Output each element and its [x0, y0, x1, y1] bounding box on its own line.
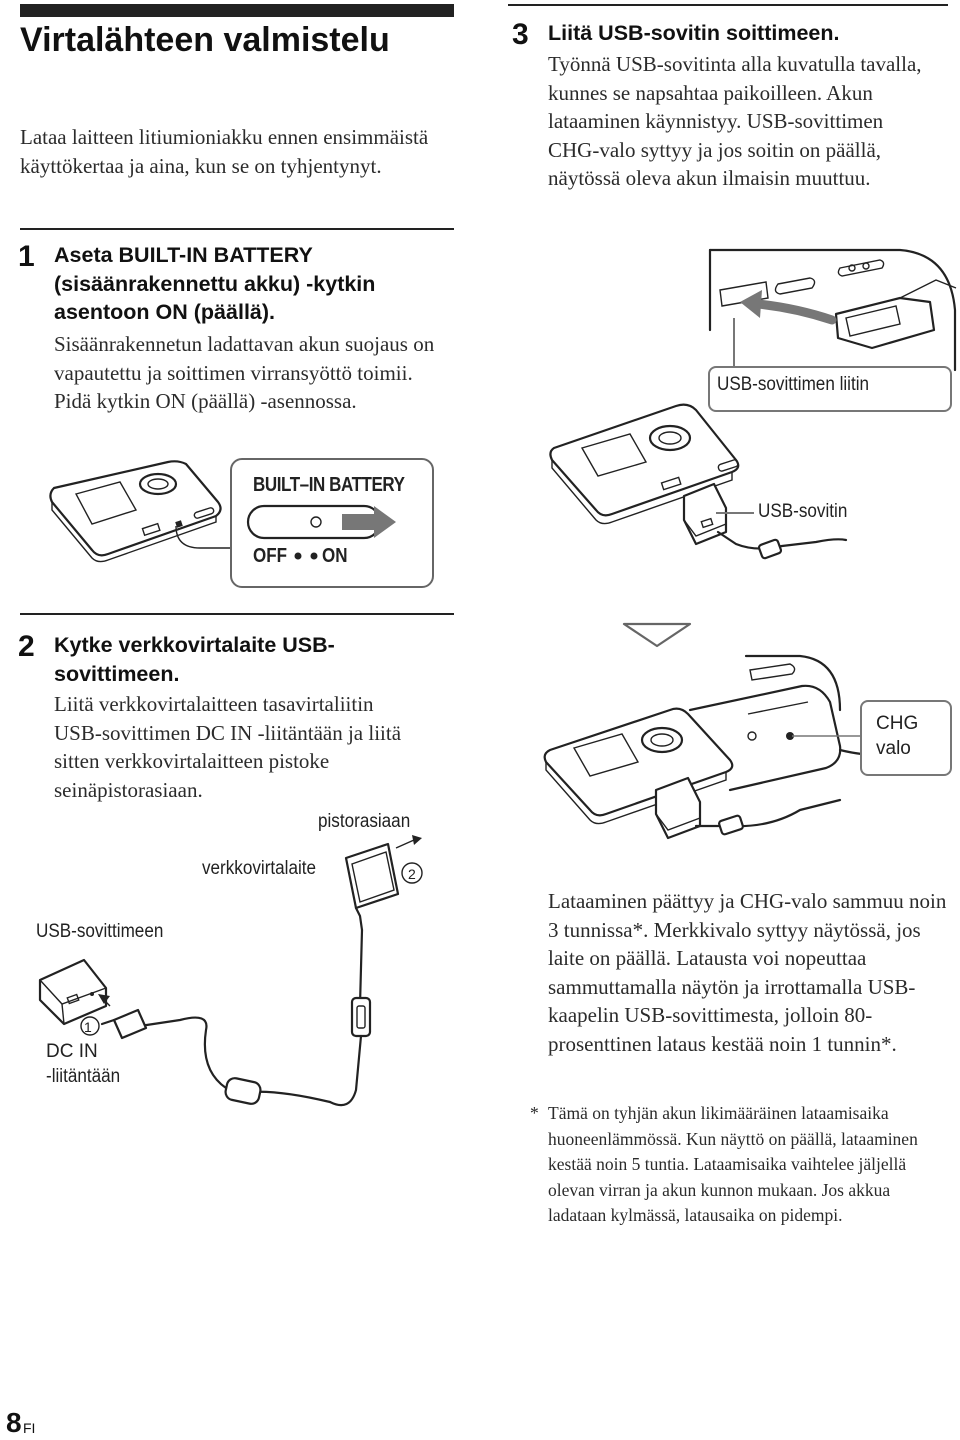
- chg-callout-box: [860, 700, 952, 776]
- ac-adapter-illustration: [38, 835, 423, 1107]
- wall-outlet-label: pistorasiaan: [318, 811, 411, 832]
- step-2-body: Liitä verkkovirtalaitteen tasavirtaliiti…: [54, 692, 402, 802]
- battery-switch-dots: [294, 552, 318, 560]
- intro-text: Lataa laitteen litiumioniakku ennen ensi…: [20, 125, 429, 178]
- title-bar: [20, 4, 454, 17]
- language-code: FI: [23, 1420, 36, 1436]
- player-illustration: [49, 460, 222, 563]
- connector-callout-leader: [733, 318, 735, 368]
- step-2-title: Kytke verkkovirtalaite USB-sovittimeen.: [54, 633, 335, 686]
- charging-illustration: [543, 654, 942, 840]
- right-top-rule: [508, 4, 948, 6]
- connector-callout-label: USB-sovittimen liitin: [717, 374, 870, 395]
- usb-adapter-target-label: USB-sovittimeen: [36, 921, 164, 942]
- footnote-marker: *: [530, 1103, 539, 1123]
- step-1-title: Aseta BUILT-IN BATTERY (sisäänrakennettu…: [54, 243, 376, 324]
- page-title: Virtalähteen valmistelu: [20, 21, 390, 59]
- step-2-divider: [20, 613, 454, 615]
- page-number: 8: [6, 1407, 22, 1438]
- dc-in-label-line2: -liitäntään: [46, 1066, 121, 1087]
- battery-switch-off-label: OFF: [253, 545, 287, 567]
- step-3-body: Työnnä USB-sovitinta alla kuvatulla tava…: [548, 52, 922, 190]
- battery-switch-heading: BUILT–IN BATTERY: [253, 474, 405, 496]
- usb-adapter-label: USB-sovitin: [758, 501, 848, 522]
- circle-1-marker: 1: [84, 1019, 92, 1035]
- down-arrow-icon: [622, 622, 692, 648]
- completion-text: Lataaminen päättyy ja CHG-valo sammuu no…: [548, 889, 947, 1056]
- switch-pointer-line: [175, 525, 232, 549]
- step-3-number: 3: [512, 18, 529, 51]
- connector-closeup-illustration: [708, 248, 957, 372]
- ac-adapter-label: verkkovirtalaite: [202, 858, 317, 879]
- step-1-body: Sisäänrakennetun ladattavan akun suojaus…: [54, 332, 435, 413]
- battery-switch-on-label: ON: [322, 545, 348, 567]
- circle-2-marker: 2: [408, 866, 416, 882]
- chg-callout-line2: valo: [876, 738, 911, 759]
- battery-switch-callout: [230, 458, 434, 588]
- battery-switch-slider: [246, 504, 396, 540]
- step-3-title: Liitä USB-sovitin soittimeen.: [548, 21, 840, 45]
- player-usb-illustration: [549, 403, 848, 560]
- chg-callout-line1: CHG: [876, 713, 919, 734]
- step-1-number: 1: [18, 240, 35, 273]
- footnote-text: Tämä on tyhjän akun likimääräinen lataam…: [548, 1103, 918, 1225]
- step-2-number: 2: [18, 630, 35, 663]
- dc-in-label-line1: DC IN: [46, 1041, 98, 1062]
- usb-adapter-leader: [716, 512, 754, 514]
- intro-divider: [20, 228, 454, 230]
- connector-callout-box: [708, 366, 952, 412]
